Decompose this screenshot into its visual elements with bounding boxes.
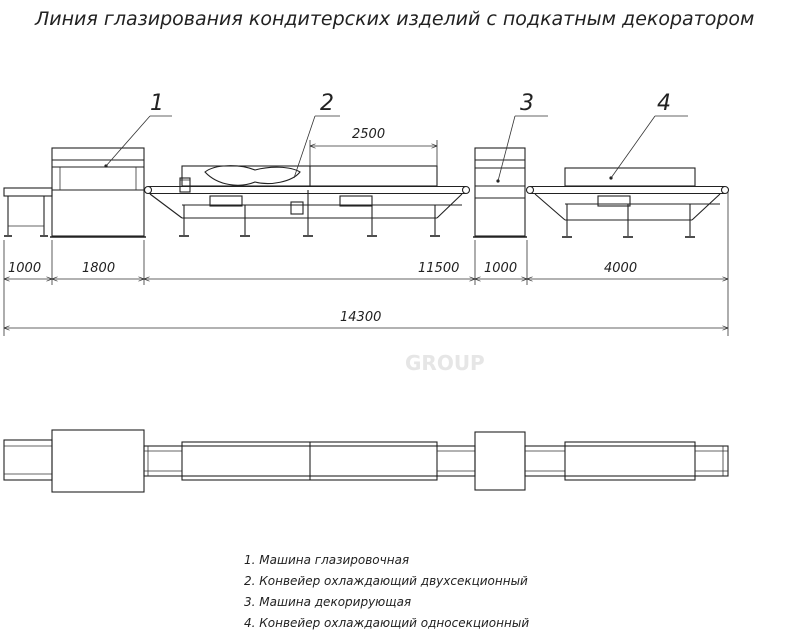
dimension-label-1000-decorator: 1000 [484, 261, 517, 276]
glazing-machine [50, 147, 146, 238]
dimension-label-1800: 1800 [82, 261, 115, 276]
legend-item-4: 4. Конвейер охлаждающий односекционный [244, 616, 529, 630]
legend-item-1: 1. Машина глазировочная [244, 553, 409, 567]
dimension-label-2500: 2500 [352, 127, 385, 142]
infeed-conveyor [3, 187, 53, 237]
cooling-conveyor-one-section [525, 167, 730, 238]
callout-1: 1 [150, 91, 164, 116]
cooling-conveyor-two-section [143, 165, 471, 237]
decorating-machine [473, 147, 527, 238]
dimension-label-1000-infeed: 1000 [8, 261, 41, 276]
legend-item-2: 2. Конвейер охлаждающий двухсекционный [244, 574, 528, 588]
watermark: GROUP [405, 351, 485, 375]
dimension-label-11500: 11500 [418, 261, 459, 276]
drawing-title: Линия глазирования кондитерских изделий … [34, 8, 754, 30]
legend: 1. Машина глазировочная 2. Конвейер охла… [244, 553, 529, 630]
dimension-chain [3, 192, 729, 336]
dimension-2500 [309, 140, 438, 166]
elevation-view: 1 2 3 4 2500 [3, 91, 730, 238]
callout-leaders [105, 115, 688, 182]
dimension-label-14300: 14300 [340, 310, 381, 325]
callout-3: 3 [520, 91, 534, 116]
callout-2: 2 [320, 91, 334, 116]
legend-item-3: 3. Машина декорирующая [244, 595, 411, 609]
dimension-label-4000: 4000 [604, 261, 637, 276]
callout-4: 4 [657, 91, 671, 116]
plan-view [3, 429, 729, 493]
